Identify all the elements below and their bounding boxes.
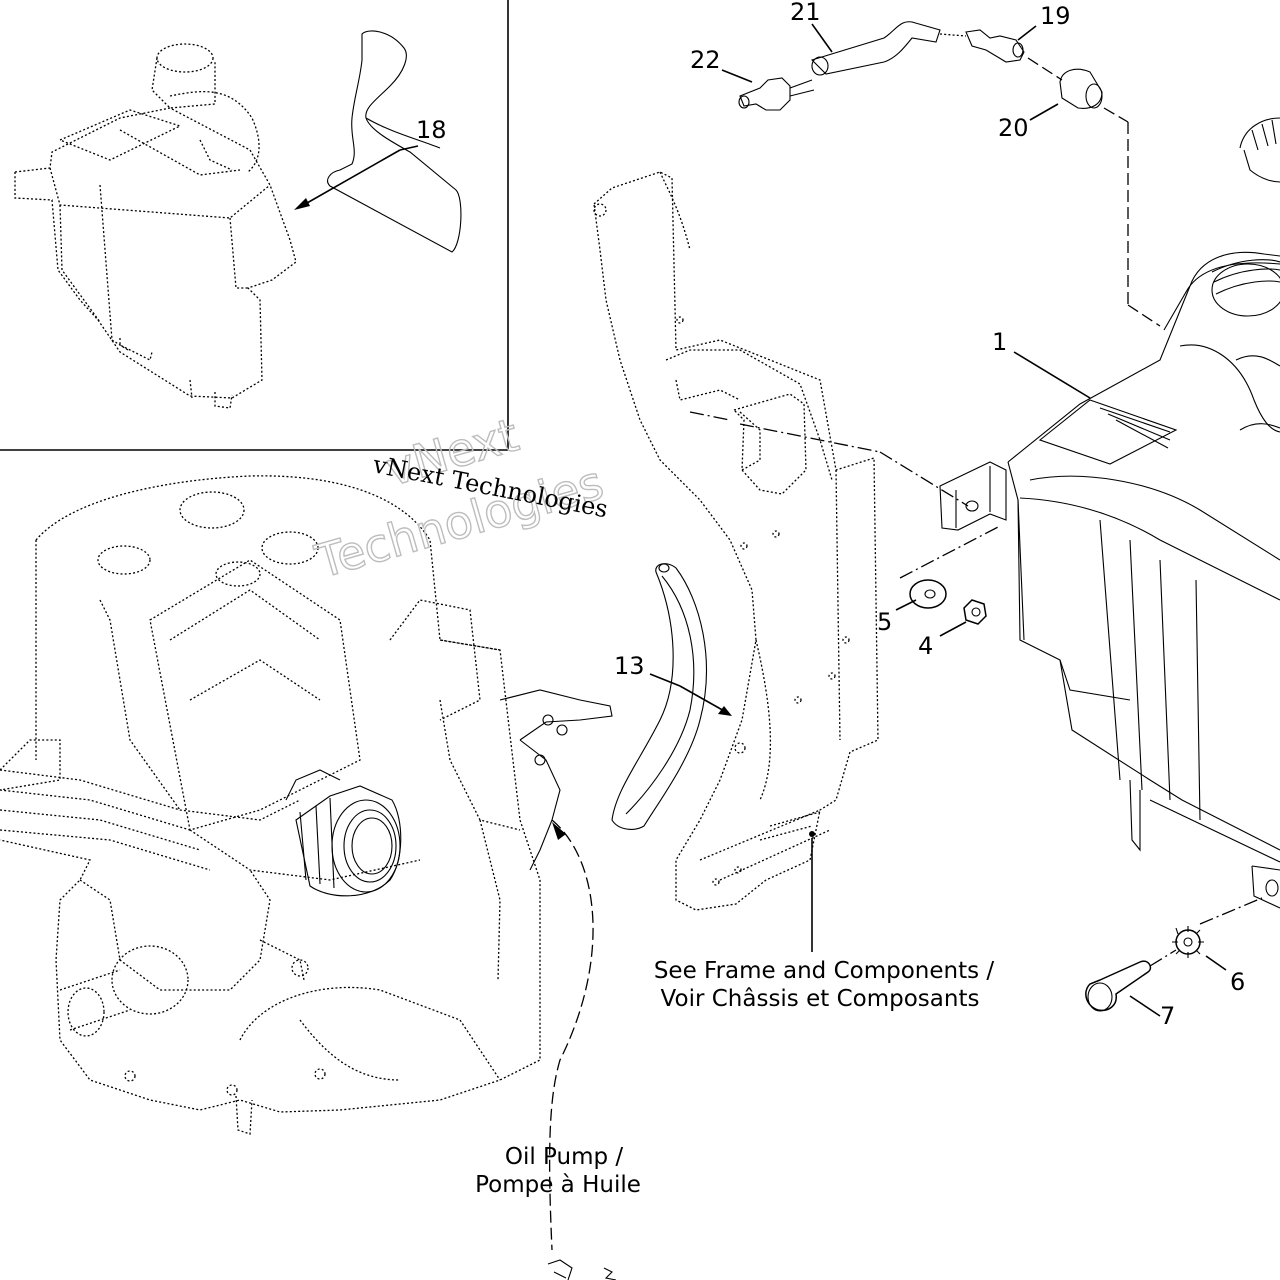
engine-assembly xyxy=(0,475,617,1280)
part-1-oil-tank xyxy=(939,117,1280,909)
note-oilpump-line2: Pompe à Huile xyxy=(475,1172,641,1198)
part-13-strap xyxy=(611,563,732,830)
callout-20: 20 xyxy=(998,114,1029,142)
frame-panel xyxy=(593,171,881,952)
note-oilpump-line1: Oil Pump / xyxy=(505,1144,624,1170)
parts-4-5-hardware xyxy=(879,451,1001,637)
callout-19: 19 xyxy=(1040,2,1071,30)
part-18-strap xyxy=(294,30,462,253)
note-frame-line1: See Frame and Components / xyxy=(654,958,995,984)
reference-notes: See Frame and Components / Voir Châssis … xyxy=(475,958,994,1198)
callout-5: 5 xyxy=(877,608,892,636)
callout-4: 4 xyxy=(918,632,933,660)
watermark: vNext Technologies vNext Technologies xyxy=(308,407,610,590)
callout-7: 7 xyxy=(1160,1002,1175,1030)
callout-6: 6 xyxy=(1230,968,1245,996)
callout-22: 22 xyxy=(690,46,721,74)
parts-6-7-hardware xyxy=(1085,897,1263,1017)
callout-13: 13 xyxy=(614,652,645,680)
callout-21: 21 xyxy=(790,0,821,26)
callout-18: 18 xyxy=(416,116,447,144)
inset-frame xyxy=(0,0,509,451)
inset-oil-tank xyxy=(14,43,297,409)
callout-labels: 1 4 5 6 7 13 18 19 20 21 22 xyxy=(416,0,1245,1030)
note-frame-line2: Voir Châssis et Composants xyxy=(661,986,980,1012)
vent-hose-assembly xyxy=(721,21,1161,327)
callout-1: 1 xyxy=(992,328,1007,356)
